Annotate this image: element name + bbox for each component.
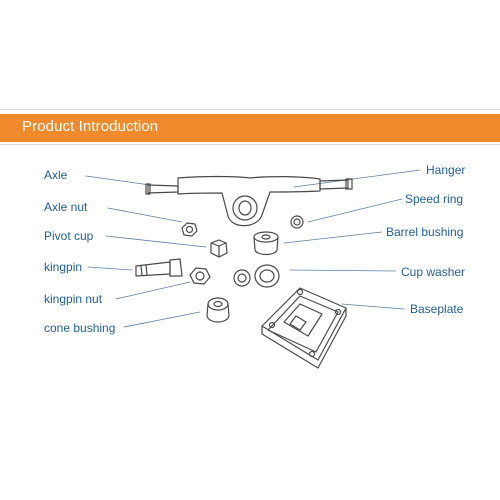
leader-cone-bushing: [123, 311, 201, 328]
cup-washer-small-part: [233, 269, 251, 287]
cone-bushing-part: [206, 297, 230, 323]
barrel-bushing-part: [253, 231, 279, 256]
leader-kingpin: [87, 266, 133, 271]
pivot-cup-part: [210, 239, 228, 258]
label-cone-bushing: cone bushing: [44, 321, 116, 335]
speed-ring-part: [290, 215, 304, 229]
kingpin-part: [135, 258, 183, 277]
axle-nut-part: [181, 222, 198, 237]
bottom-divider: [0, 144, 500, 145]
leader-axle-nut: [107, 207, 183, 223]
section-banner: Product Introduction: [0, 114, 500, 142]
top-divider: [0, 109, 500, 110]
label-axle: Axle: [44, 168, 68, 182]
leader-pivot-cup: [105, 235, 207, 248]
leader-cup-washer: [289, 269, 397, 272]
leader-lines: [85, 169, 421, 328]
leader-hanger: [293, 169, 421, 188]
label-axle-nut: Axle nut: [44, 200, 88, 214]
label-speed-ring: Speed ring: [405, 192, 464, 206]
label-pivot-cup: Pivot cup: [44, 229, 94, 243]
leader-barrel-bushing: [283, 231, 383, 244]
hanger-part: [145, 175, 353, 227]
label-barrel-bushing: Barrel bushing: [386, 225, 464, 239]
leader-speed-ring: [307, 198, 403, 223]
leader-kingpin-nut: [115, 281, 191, 300]
leader-baseplate: [341, 303, 405, 310]
label-hanger: Hanger: [426, 163, 466, 177]
label-cup-washer: Cup washer: [401, 265, 466, 279]
kingpin-nut-part: [189, 267, 211, 285]
banner-title: Product Introduction: [22, 118, 159, 135]
label-baseplate: Baseplate: [410, 302, 464, 316]
leader-axle: [85, 175, 151, 186]
label-kingpin: kingpin: [44, 260, 83, 274]
label-kingpin-nut: kingpin nut: [44, 292, 103, 306]
cup-washer-large-part: [254, 264, 280, 288]
baseplate-part: [261, 287, 347, 369]
